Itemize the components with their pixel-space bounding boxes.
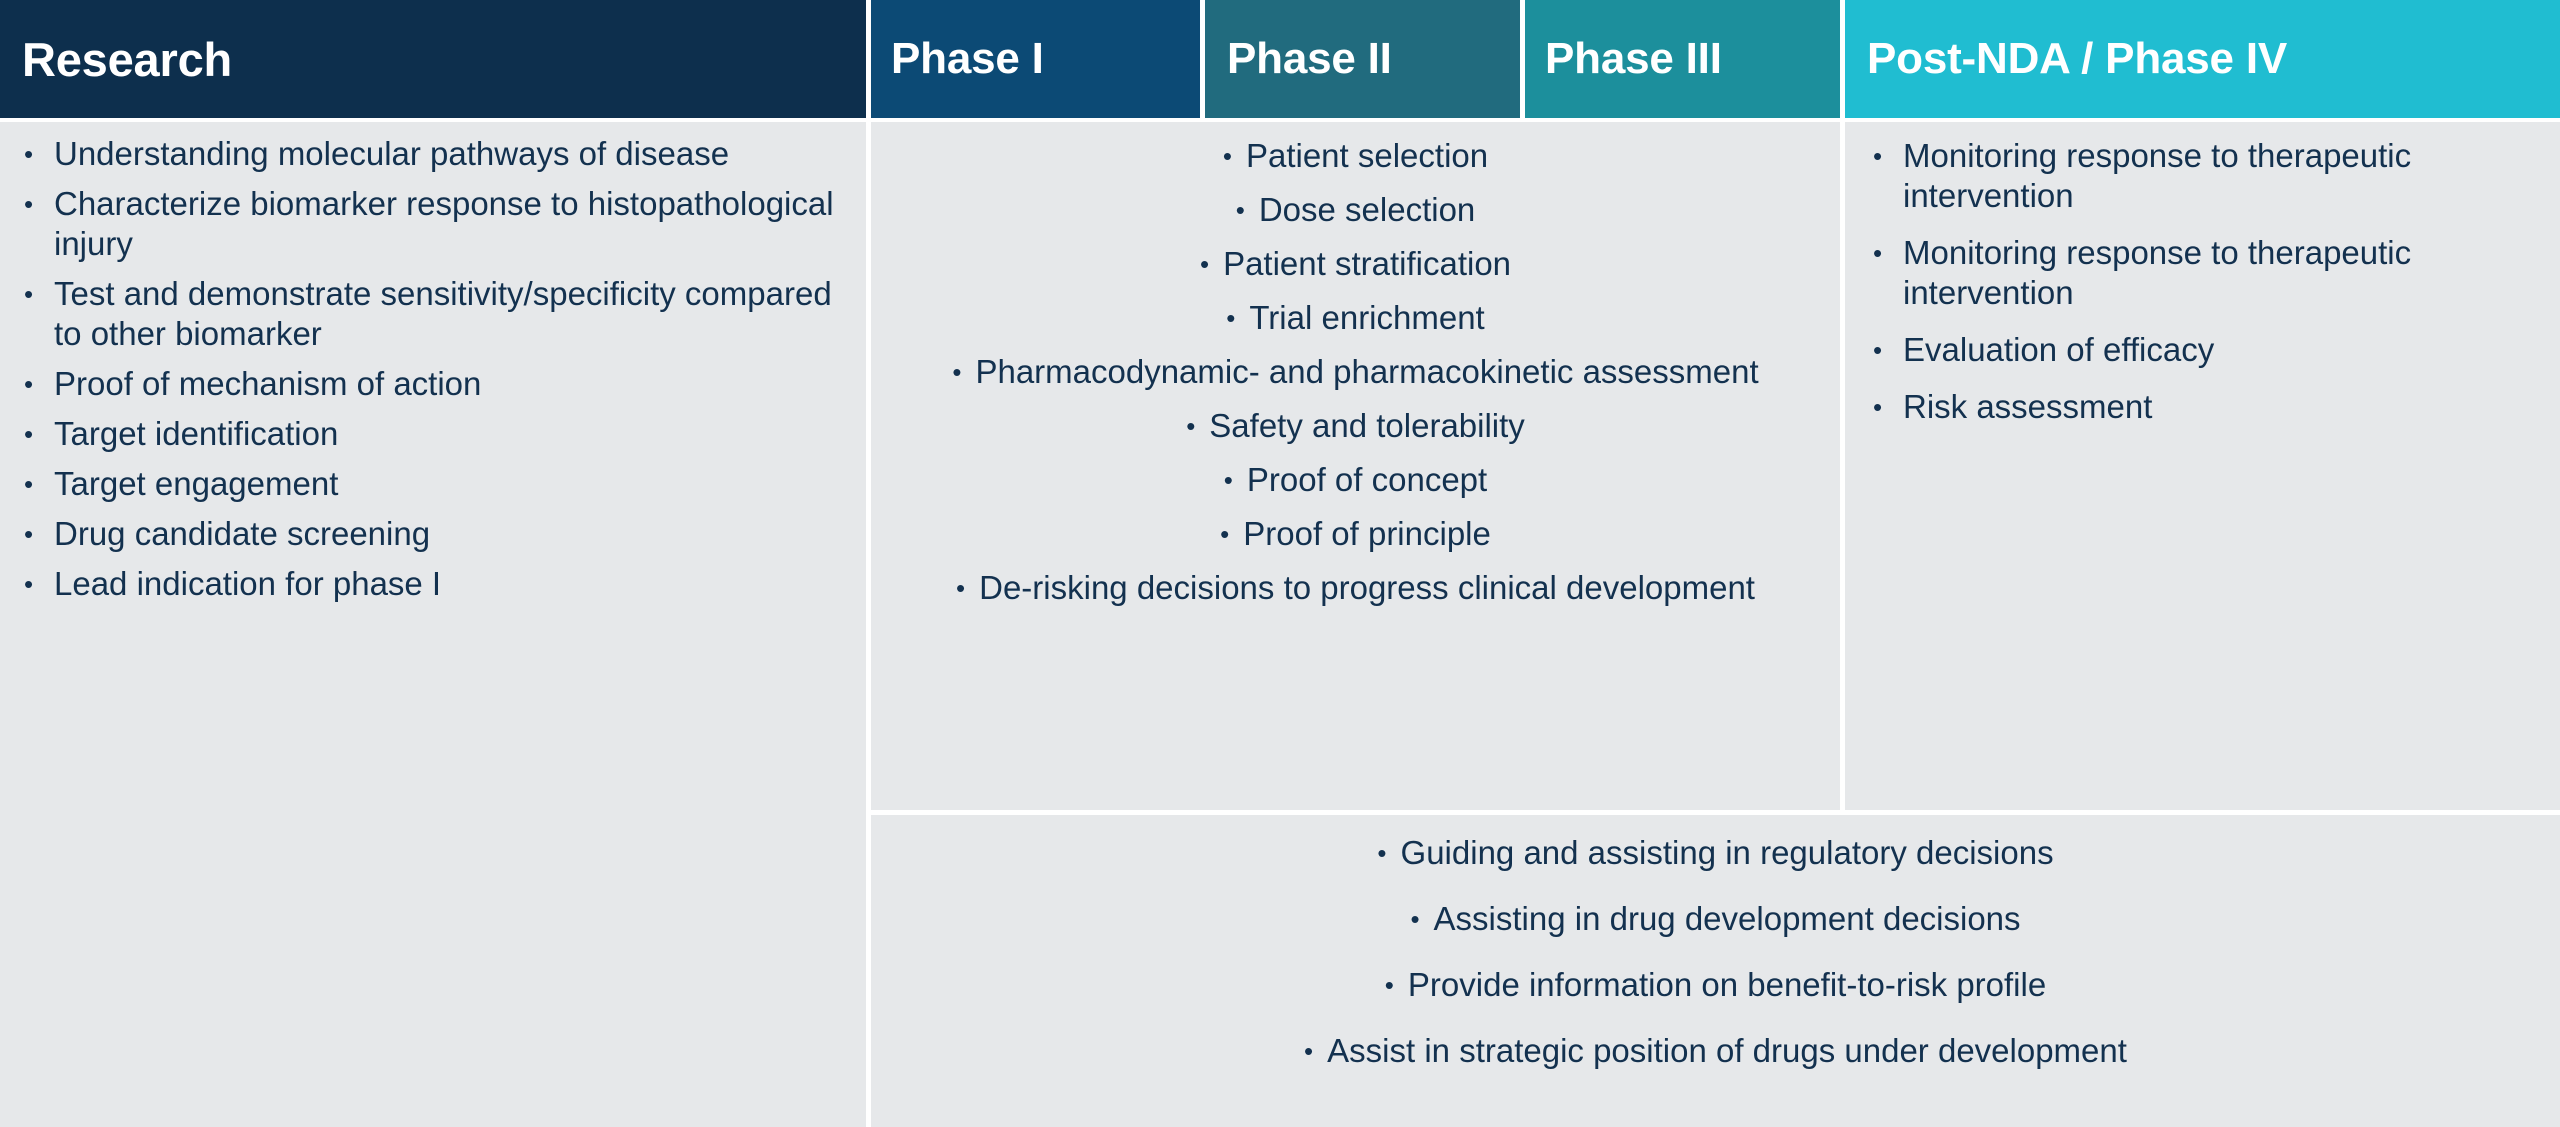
list-item: • Evaluation of efficacy: [1863, 330, 2530, 370]
list-item: • Drug candidate screening: [14, 514, 840, 554]
list-item-label: Proof of concept: [1246, 461, 1488, 498]
list-item-label: Pharmacodynamic- and pharmacokinetic ass…: [975, 353, 1759, 390]
bullet-icon: •: [24, 189, 34, 219]
clinical-phases-bullet-list: •Patient selection •Dose selection •Pati…: [901, 136, 1810, 608]
bullet-icon: •: [1223, 465, 1233, 495]
list-item-label: Assisting in drug development decisions: [1433, 900, 2021, 937]
bullet-icon: •: [24, 569, 34, 599]
list-item-label: Monitoring response to therapeutic inter…: [1903, 137, 2412, 214]
header-cell-phase-2: Phase II: [1205, 0, 1525, 118]
list-item: • Understanding molecular pathways of dis…: [14, 134, 840, 174]
list-item-label: Test and demonstrate sensitivity/specifi…: [54, 275, 832, 352]
body-cell-shared-across-phases: • Guiding and assisting in regulatory dec…: [871, 815, 2560, 1127]
list-item: • Assist in strategic position of drugs u…: [911, 1031, 2520, 1071]
bullet-icon: •: [1226, 303, 1236, 333]
list-item-label: Assist in strategic position of drugs un…: [1327, 1032, 2127, 1069]
list-item-label: Target identification: [54, 415, 339, 452]
list-item-label: Characterize biomarker response to histo…: [54, 185, 834, 262]
list-item-label: Lead indication for phase I: [54, 565, 442, 602]
header-cell-research: Research: [0, 0, 871, 118]
list-item-label: Guiding and assisting in regulatory deci…: [1400, 834, 2054, 871]
body-cell-research: • Understanding molecular pathways of dis…: [0, 122, 866, 1127]
list-item-label: Target engagement: [54, 465, 339, 502]
list-item: • Target engagement: [14, 464, 840, 504]
list-item-label: Trial enrichment: [1249, 299, 1485, 336]
list-item-label: Dose selection: [1258, 191, 1476, 228]
header-cell-phase-3: Phase III: [1525, 0, 1845, 118]
list-item-label: Drug candidate screening: [54, 515, 431, 552]
bullet-icon: •: [1304, 1036, 1314, 1066]
bullet-icon: •: [1873, 238, 1883, 268]
shared-bottom-bullet-list: • Guiding and assisting in regulatory dec…: [911, 833, 2520, 1071]
bullet-icon: •: [1186, 411, 1196, 441]
list-item: • Dose selection: [901, 190, 1810, 230]
header-label-research: Research: [22, 32, 233, 86]
matrix-header-row: Research Phase I Phase II Phase III Post…: [0, 0, 2560, 118]
list-item: • Monitoring response to therapeutic inte…: [1863, 233, 2530, 313]
list-item-label: Patient stratification: [1223, 245, 1512, 282]
list-item-label: Proof of mechanism of action: [54, 365, 482, 402]
list-item-label: Patient selection: [1245, 137, 1489, 174]
body-cell-clinical-phases: •Patient selection •Dose selection •Pati…: [871, 122, 1840, 810]
list-item-label: Provide information on benefit-to-risk p…: [1407, 966, 2047, 1003]
header-cell-post-nda-phase-4: Post-NDA / Phase IV: [1845, 0, 2560, 118]
list-item-label: Monitoring response to therapeutic inter…: [1903, 234, 2412, 311]
list-item: • Proof of mechanism of action: [14, 364, 840, 404]
list-item: • Safety and tolerability: [901, 406, 1810, 446]
list-item: • Trial enrichment: [901, 298, 1810, 338]
bullet-icon: •: [1873, 335, 1883, 365]
list-item: • Lead indication for phase I: [14, 564, 840, 604]
body-cell-post-nda-phase-4: • Monitoring response to therapeutic inte…: [1845, 122, 2560, 810]
bullet-icon: •: [1222, 141, 1232, 171]
post-nda-bullet-list: • Monitoring response to therapeutic inte…: [1863, 136, 2530, 427]
bullet-icon: •: [952, 357, 962, 387]
list-item: • Characterize biomarker response to his…: [14, 184, 840, 264]
list-item: • Guiding and assisting in regulatory dec…: [911, 833, 2520, 873]
bullet-icon: •: [1199, 249, 1210, 279]
bullet-icon: •: [24, 519, 34, 549]
bullet-icon: •: [956, 573, 966, 603]
list-item: • Pharmacodynamic- and pharmacokinetic as…: [901, 352, 1810, 392]
list-item: • Proof of concept: [901, 460, 1810, 500]
bullet-icon: •: [1410, 904, 1420, 934]
bullet-icon: •: [1220, 519, 1230, 549]
list-item: • De-risking decisions to progress clinic…: [901, 568, 1810, 608]
bullet-icon: •: [24, 139, 34, 169]
list-item: • Monitoring response to therapeutic inte…: [1863, 136, 2530, 216]
bullet-icon: •: [24, 419, 34, 449]
list-item: • Risk assessment: [1863, 387, 2530, 427]
list-item-label: Understanding molecular pathways of dise…: [54, 135, 730, 172]
research-bullet-list: • Understanding molecular pathways of dis…: [14, 134, 840, 604]
list-item-label: Proof of principle: [1243, 515, 1491, 552]
list-item-label: Risk assessment: [1903, 388, 2153, 425]
bullet-icon: •: [1873, 392, 1883, 422]
list-item: • Assisting in drug development decisions: [911, 899, 2520, 939]
header-label-post-nda-phase-4: Post-NDA / Phase IV: [1867, 34, 2288, 83]
header-cell-phase-1: Phase I: [871, 0, 1205, 118]
bullet-icon: •: [24, 369, 34, 399]
header-label-phase-1: Phase I: [891, 34, 1044, 83]
header-label-phase-3: Phase III: [1545, 34, 1722, 83]
list-item: • Patient stratification: [901, 244, 1810, 284]
bullet-icon: •: [1873, 141, 1883, 171]
header-label-phase-2: Phase II: [1227, 34, 1392, 83]
bullet-icon: •: [24, 469, 34, 499]
list-item: • Proof of principle: [901, 514, 1810, 554]
matrix-body: • Understanding molecular pathways of dis…: [0, 118, 2560, 1127]
list-item-label: Evaluation of efficacy: [1903, 331, 2215, 368]
list-item: • Provide information on benefit-to-risk …: [911, 965, 2520, 1005]
list-item-label: Safety and tolerability: [1209, 407, 1525, 444]
list-item: • Target identification: [14, 414, 840, 454]
bullet-icon: •: [1384, 970, 1394, 1000]
bullet-icon: •: [1377, 838, 1387, 868]
list-item-label: De-risking decisions to progress clinica…: [979, 569, 1755, 606]
bullet-icon: •: [1235, 195, 1245, 225]
list-item: • Patient selection: [901, 136, 1810, 176]
list-item: • Test and demonstrate sensitivity/specif…: [14, 274, 840, 354]
bullet-icon: •: [24, 279, 34, 309]
